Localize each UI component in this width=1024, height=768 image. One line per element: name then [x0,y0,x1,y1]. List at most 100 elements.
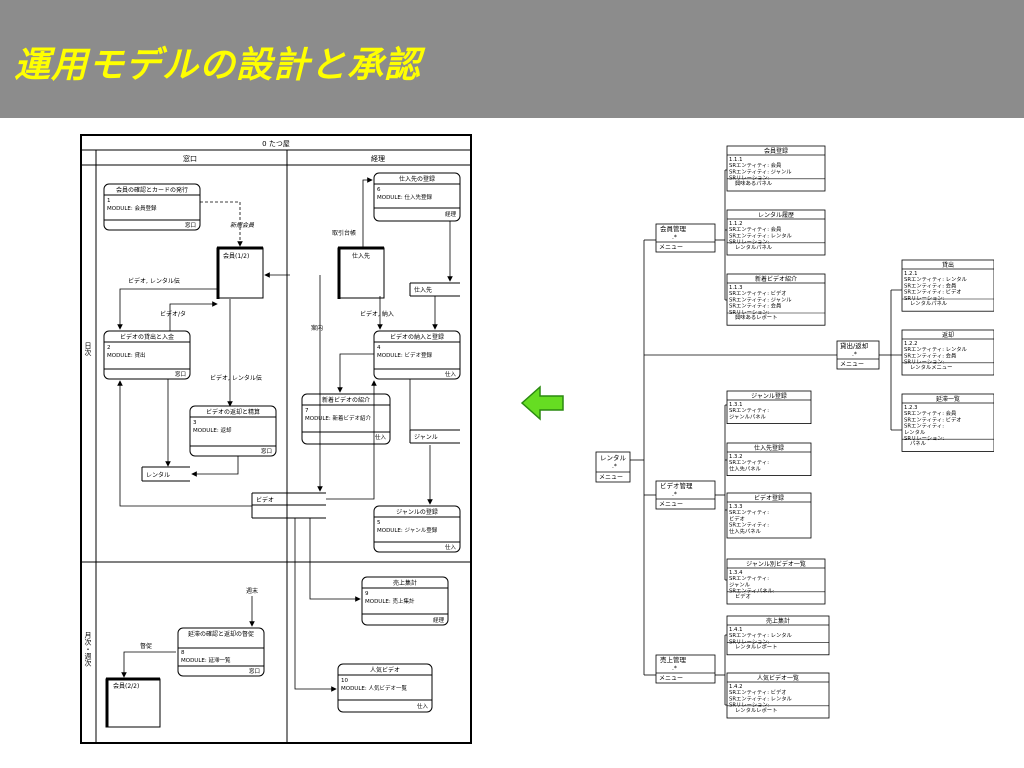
screen-title: 仕入先登録 [754,444,784,452]
process-1-number: 1 [107,198,111,204]
process-2-module: MODULE: 貸出 [107,351,145,359]
process-5-number: 5 [377,520,381,526]
process-4-module: MODULE: ビデオ登録 [377,351,432,359]
screen-line: SRエンティティ: [729,522,769,529]
menu-group-sales-type: メニュー [659,675,683,682]
entity-member-1: 会員(1/2) [216,246,264,299]
entity-member-2-label: 会員(2/2) [113,682,139,690]
process-5-module: MODULE: ジャンル登録 [377,526,438,534]
screen-line: SRエンティティ: [729,575,769,582]
screen-footer: レンタルメニュー [910,363,952,371]
store-video-label: ビデオ [256,496,274,504]
menu-group-rental: 貸出/返却 .* メニュー [836,340,880,370]
entity-supplier: 仕入先 [337,246,385,299]
screen-line: 1.4.1 [729,627,742,633]
process-5: ジャンルの登録 5 MODULE: ジャンル登録 仕入 [373,505,461,553]
process-10-module: MODULE: 人気ビデオ一覧 [341,684,407,692]
menu-group-member-mult: .* [672,234,677,241]
screen-line: SRエンティティ: レンタル [729,231,793,239]
process-3-actor: 窓口 [261,447,272,455]
process-6-module: MODULE: 仕入先登録 [377,193,432,201]
screen-line: SRエンティティ: 会員 [904,351,957,359]
screen-title: レンタル履歴 [758,211,794,219]
process-6-actor: 経理 [445,210,457,218]
screen-line: SRエンティティ: [729,407,769,414]
screen-line: SRエンティティ: [729,459,769,466]
process-1: 会員の確認とカードの発行 1 MODULE: 会員登録 窓口 [103,183,201,231]
store-video: ビデオ [251,492,326,519]
flow-video-data: ビデオ/タ [160,310,186,318]
screen-line: ジャンル [729,582,751,588]
screen-title: 会員登録 [764,147,788,155]
entity-supplier-label: 仕入先 [352,252,370,260]
screen-line: 1.3.1 [729,402,742,408]
menu-root-title: レンタル [600,453,627,462]
process-3-number: 3 [193,420,197,426]
process-5-name: ジャンルの登録 [396,508,438,516]
menu-group-member: 会員管理 .* メニュー [655,223,716,253]
process-4-name: ビデオの納入と登録 [390,333,444,341]
process-10-name: 人気ビデオ [370,666,400,674]
process-8-number: 8 [181,650,185,656]
screen-line: ビデオ [729,514,745,522]
store-rental-label: レンタル [146,471,170,479]
process-4: ビデオの納入と登録 4 MODULE: ビデオ登録 仕入 [373,330,461,380]
process-9-module: MODULE: 売上集計 [365,597,415,605]
screen-line: SRエンティティ: ビデオ [904,415,962,423]
menu-group-video-mult: .* [672,491,677,498]
flow-ledger: 取引台帳 [332,229,356,237]
process-9: 売上集計 9 MODULE: 売上集計 経理 [361,576,449,626]
screen-line: SRエンティティ: レンタル [729,631,793,639]
menu-group-rental-mult: .* [852,351,857,358]
screen-line: SRエンティティ: [904,423,944,430]
screen-line: 1.1.2 [729,221,742,227]
process-3: ビデオの返却と精算 3 MODULE: 返却 窓口 [189,405,277,457]
process-6-number: 6 [377,187,381,193]
store-supplier-label: 仕入先 [414,286,432,294]
screen-line: 1.1.3 [729,285,742,291]
screen-line: SRエンティティ: レンタル [729,694,793,702]
screen-line: SRエンティパネル: [729,588,775,595]
flow-reminder: 督促 [140,642,152,650]
process-9-actor: 経理 [433,616,445,624]
process-6-name: 仕入先の登録 [399,175,435,183]
process-2-name: ビデオの貸出と入金 [120,333,174,341]
screen-line: SRエンティティ: 会員 [729,225,782,233]
band-monthly: 月次・週次 [84,632,92,668]
menu-group-video-type: メニュー [659,501,683,508]
screen-footer: レンタルレポート [735,643,777,651]
menu-group-sales-mult: .* [672,665,677,672]
menu-group-sales: 売上管理 .* メニュー [655,654,716,684]
process-9-name: 売上集計 [393,579,417,587]
lane-keiri: 経理 [371,154,385,163]
screen-line: 1.2.3 [904,405,917,411]
process-7-module: MODULE: 新着ビデオ紹介 [305,414,371,422]
flow-weekend: 週末 [246,587,258,595]
screen-line: SRエンティティ: 会員 [904,409,957,417]
screen-footer: レンタルレポート [735,706,777,714]
menu-group-video-title: ビデオ管理 [660,481,693,490]
screen-footer: ビデオ [735,592,751,600]
process-2-actor: 窓口 [175,370,186,378]
menu-group-video: ビデオ管理 .* メニュー [655,480,716,510]
menu-group-sales-title: 売上管理 [660,655,687,664]
menu-root: レンタル .* メニュー [595,451,631,483]
process-1-module: MODULE: 会員登録 [107,204,157,212]
flow-guide: 案内 [311,324,323,332]
screen-line: 1.4.2 [729,684,742,690]
screen-line: 仕入先パネル [729,527,761,535]
process-7-actor: 仕入 [375,433,387,441]
screen-line: SRエンティティ: ビデオ [904,288,962,296]
screen-footer: レンタルパネル [910,299,948,307]
process-8-actor: 窓口 [249,667,260,675]
process-flow-diagram: 0 たつ屋 窓口 経理 日次 月次・週次 会員の確認とカードの発行 1 MODU… [80,134,472,744]
